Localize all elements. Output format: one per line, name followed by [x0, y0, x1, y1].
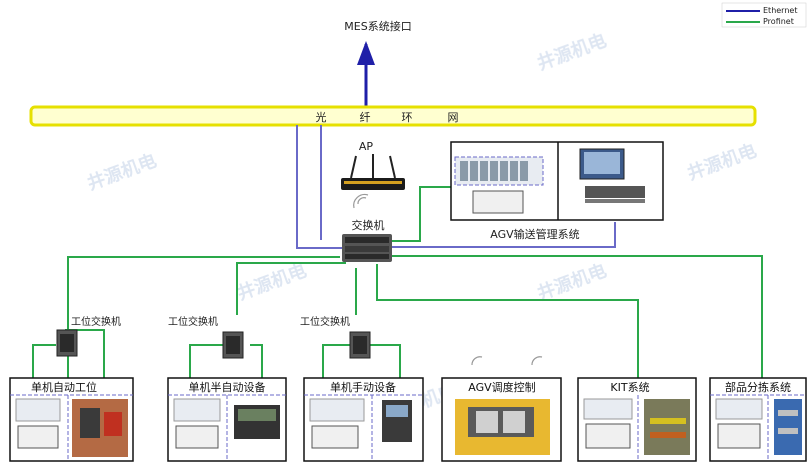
ring-char-3: 环 — [402, 111, 413, 124]
station-switch-icon — [349, 331, 371, 359]
watermarks: 井源机电 井源机电 井源机电 井源机电 井源机电 井源机电 — [84, 29, 759, 424]
station-box-manual — [303, 377, 424, 462]
watermark: 井源机电 — [534, 259, 609, 304]
watermark: 井源机电 — [84, 149, 159, 194]
station-label-manual: 单机手动设备 — [330, 380, 396, 394]
ap-label: AP — [359, 140, 374, 153]
station-label-kit: KIT系统 — [610, 381, 649, 394]
station-switch-label: 工位交换机 — [300, 315, 350, 328]
station-label-agv-dispatch: AGV调度控制 — [468, 380, 535, 394]
ring-char-4: 网 — [448, 111, 459, 124]
station-box-agv-dispatch — [441, 377, 562, 462]
legend-profinet: Profinet — [763, 17, 794, 26]
station-box-kit — [577, 377, 697, 462]
watermark: 井源机电 — [684, 139, 759, 184]
station-switch-icon — [56, 329, 78, 357]
station-label-auto: 单机自动工位 — [31, 380, 97, 394]
ring-char-1: 光 — [316, 110, 327, 124]
wifi-signal-icon — [471, 356, 543, 366]
station-switch-label: 工位交换机 — [168, 315, 218, 328]
watermark: 井源机电 — [534, 29, 609, 74]
station-label-sorting: 部品分拣系统 — [725, 380, 791, 394]
station-label-semi-auto: 单机半自动设备 — [189, 380, 266, 394]
ap-router-icon — [341, 154, 405, 190]
station-box-auto — [9, 377, 134, 462]
ring-char-2: 纤 — [360, 111, 371, 124]
profinet-links — [32, 186, 763, 380]
fiber-ring-bar — [29, 105, 757, 127]
core-switch-label: 交换机 — [352, 218, 385, 232]
ethernet-links — [296, 125, 616, 249]
station-box-semi-auto — [167, 377, 287, 462]
mes-interface-label: MES系统接口 — [344, 20, 411, 33]
core-switch-icon — [342, 234, 392, 262]
legend: Ethernet Profinet — [721, 2, 807, 28]
station-switch-icon — [222, 331, 244, 359]
legend-ethernet: Ethernet — [763, 6, 797, 15]
station-switch-label: 工位交换机 — [71, 315, 121, 328]
agv-transport-system-box — [450, 141, 664, 221]
station-box-sorting — [709, 377, 807, 462]
watermark: 井源机电 — [234, 259, 309, 304]
agv-transport-system-label: AGV输送管理系统 — [490, 227, 579, 241]
wifi-signal-icon — [353, 193, 369, 209]
